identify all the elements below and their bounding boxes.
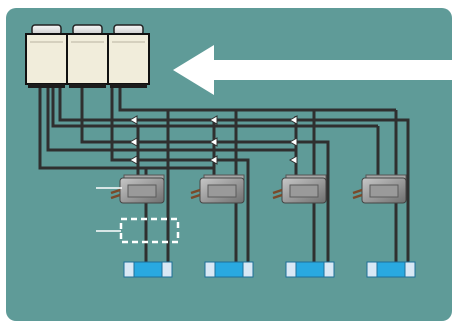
module-base — [69, 84, 106, 88]
sensor-row — [123, 261, 416, 278]
pipe-line-level-1-left — [51, 84, 378, 128]
pipe-line-level-3 — [110, 84, 250, 262]
outdoor-unit-module — [107, 24, 150, 88]
indoor-unit — [272, 174, 327, 204]
flow-arrowhead — [128, 115, 138, 125]
flow-arrowhead — [128, 155, 138, 165]
flow-arrowhead — [288, 137, 298, 147]
sensor-terminal — [123, 261, 173, 278]
pipe-line-level-3-left — [38, 84, 214, 170]
pipe-line-branch-1 — [118, 84, 170, 262]
flow-arrowhead — [208, 137, 218, 147]
outdoor-unit-module — [25, 24, 68, 88]
sensor-terminal — [366, 261, 416, 278]
flow-arrowhead — [288, 155, 298, 165]
pipe-line-level-1 — [58, 84, 410, 262]
indoor-unit — [352, 174, 407, 204]
indoor-unit — [190, 174, 245, 204]
sensor-terminal — [285, 261, 335, 278]
module-base — [28, 84, 65, 88]
flow-arrowhead — [288, 115, 298, 125]
outdoor-unit — [25, 24, 150, 88]
pipe-line-level-2 — [80, 84, 330, 262]
flow-arrowhead — [208, 115, 218, 125]
flow-arrowhead — [208, 155, 218, 165]
outdoor-unit-module — [66, 24, 109, 88]
module-base — [110, 84, 147, 88]
indoor-unit — [110, 174, 165, 204]
sensor-terminal — [204, 261, 254, 278]
flow-arrowhead — [128, 137, 138, 147]
indoor-units — [110, 174, 407, 204]
flow-arrow — [173, 45, 452, 95]
